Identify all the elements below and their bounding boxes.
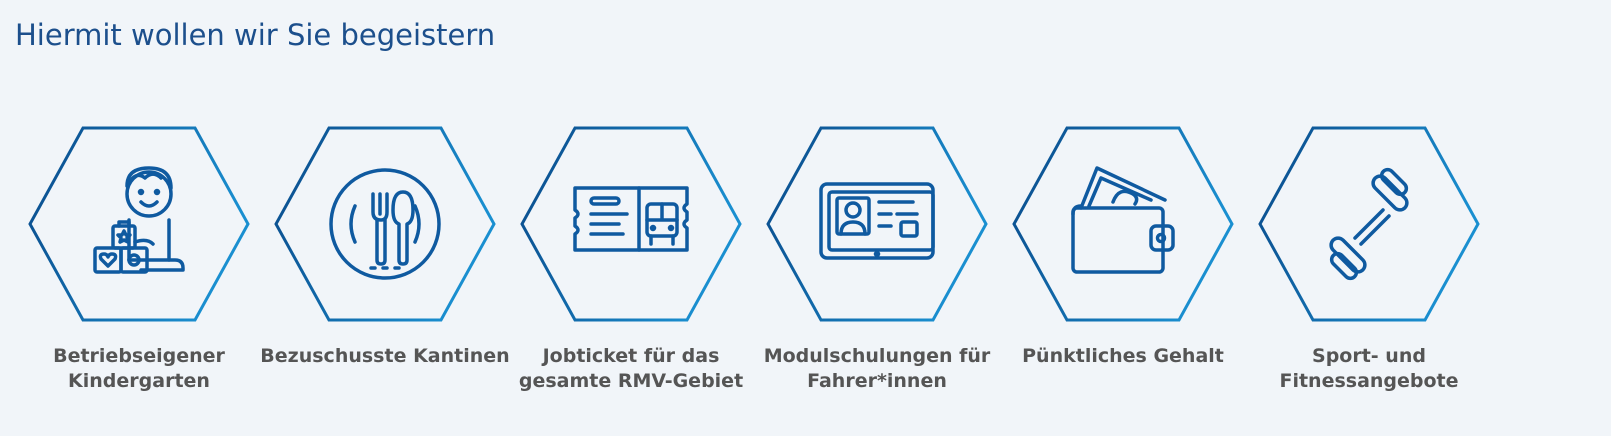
- bus-ticket-icon: [571, 164, 691, 284]
- plate-cutlery-icon: [325, 164, 445, 284]
- benefit-item-sport: Sport- und Fitnessangebote: [1257, 126, 1481, 396]
- benefit-label: Bezuschusste Kantinen: [260, 345, 510, 367]
- benefit-label: Betriebseigener Kindergarten: [53, 345, 225, 392]
- child-blocks-icon: [79, 164, 199, 284]
- wallet-icon: [1063, 164, 1183, 284]
- benefit-item-modulschulungen: Modulschulungen für Fahrer*innen: [764, 126, 990, 396]
- benefit-item-kantinen: Bezuschusste Kantinen: [260, 126, 510, 396]
- benefit-item-jobticket: Jobticket für das gesamte RMV-Gebiet: [519, 126, 743, 396]
- hexagon-frame: [273, 126, 497, 322]
- benefit-label: Modulschulungen für Fahrer*innen: [763, 345, 991, 392]
- dumbbell-icon: [1309, 164, 1429, 284]
- hexagon-frame: [765, 126, 989, 322]
- benefit-label: Pünktliches Gehalt: [1022, 345, 1224, 367]
- hexagon-frame: [27, 126, 251, 322]
- hexagon-frame: [519, 126, 743, 322]
- section-title: Hiermit wollen wir Sie begeistern: [15, 18, 496, 52]
- hexagon-frame: [1257, 126, 1481, 322]
- benefits-list: Betriebseigener Kindergarten Bezuschusst…: [27, 126, 1527, 416]
- benefit-item-gehalt: Pünktliches Gehalt: [1011, 126, 1235, 396]
- benefit-label: Jobticket für das gesamte RMV-Gebiet: [518, 345, 744, 392]
- id-card-icon: [817, 164, 937, 284]
- benefit-item-kindergarten: Betriebseigener Kindergarten: [27, 126, 251, 396]
- benefit-label: Sport- und Fitnessangebote: [1279, 345, 1459, 392]
- hexagon-frame: [1011, 126, 1235, 322]
